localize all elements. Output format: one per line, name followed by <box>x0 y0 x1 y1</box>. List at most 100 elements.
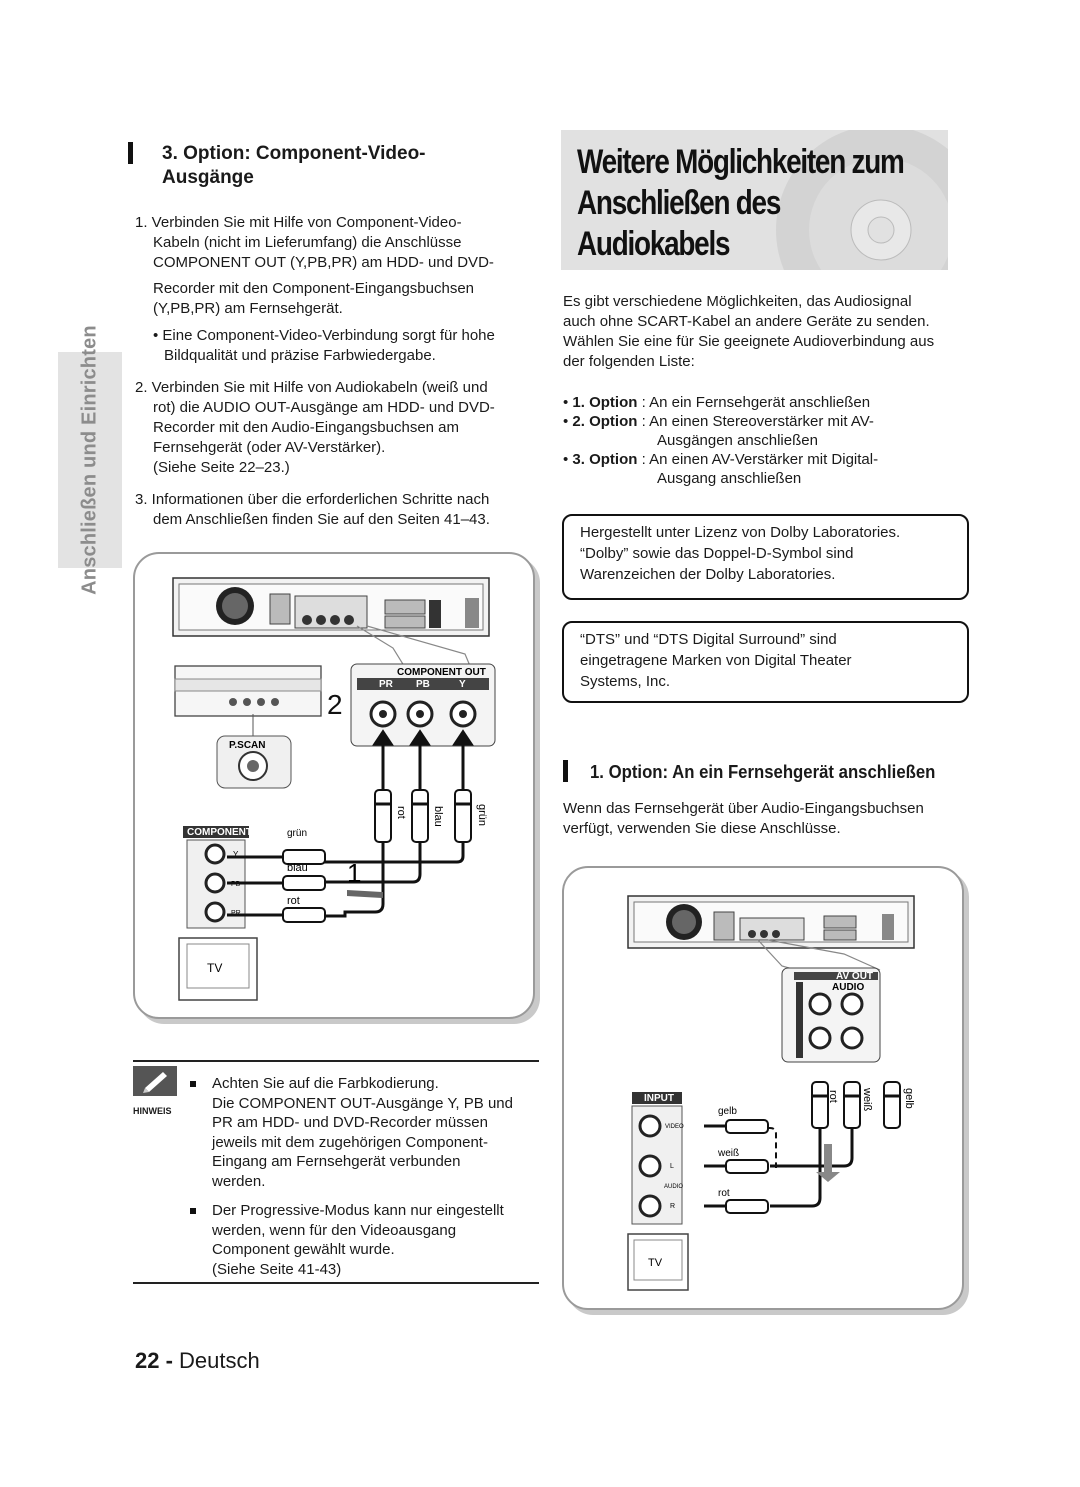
video-jack-label: VIDEO <box>665 1124 684 1130</box>
note-item-line: werden. <box>212 1172 266 1190</box>
option-label: 1. Option <box>572 394 638 411</box>
intro-line: Es gibt verschiedene Möglichkeiten, das … <box>563 293 912 310</box>
recorder-rear-panel-2 <box>627 895 915 949</box>
tv-cable-blau: blau <box>287 862 308 874</box>
component-panel-label: COMPONENT <box>187 827 252 838</box>
right-heading: 1. Option: An ein Fernsehgerät anschließ… <box>590 762 936 782</box>
tv-cable-gelb: gelb <box>718 1106 737 1117</box>
option-3: • 3. Option : An einen AV-Verstärker mit… <box>563 451 879 468</box>
av-out-jack <box>840 1026 864 1050</box>
page-title: Weitere Möglichkeiten zum Anschließen de… <box>577 142 905 265</box>
video-jack <box>638 1114 662 1138</box>
note-item-line: werden, wenn für den Videoausgang <box>212 1221 457 1239</box>
audio-connection-diagram: AV OUT AUDIO rot weiß gelb INPUT VI <box>627 895 915 1291</box>
audio-r-jack <box>638 1194 662 1218</box>
tv-cable-gruen: grün <box>287 828 307 839</box>
step-1-line: COMPONENT OUT (Y,PB,PR) am HDD- und DVD- <box>153 254 494 271</box>
option-list: • 1. Option : An ein Fernsehgerät anschl… <box>563 393 983 488</box>
dolby-line: Warenzeichen der Dolby Laboratories. <box>580 566 836 583</box>
option-text-cont: Ausgängen anschließen <box>657 432 818 449</box>
section-side-tab <box>58 352 122 568</box>
note-item-line: PR am HDD- und DVD-Recorder müssen <box>212 1114 488 1131</box>
note-label: HINWEIS <box>133 1106 172 1116</box>
step-2: 2. Verbinden Sie mit Hilfe von Audiokabe… <box>135 378 530 478</box>
input-panel-header <box>632 1092 682 1104</box>
cable-label-blau: blau <box>432 806 444 827</box>
pscan-label: P.SCAN <box>229 740 266 751</box>
tv-cable-rot: rot <box>287 895 300 907</box>
tv-cable-weiss: weiß <box>717 1148 739 1159</box>
audio-out-label: AUDIO <box>832 982 864 993</box>
pb-label: PB <box>416 679 430 690</box>
option-label: 3. Option <box>572 451 638 468</box>
pr-label: PR <box>379 679 394 690</box>
av-out-label: AV OUT <box>836 971 873 982</box>
note-top-rule <box>133 1060 539 1062</box>
heading-marker <box>563 760 568 782</box>
audio-plugs-tv <box>704 1119 769 1214</box>
option-text: : An einen AV-Verstärker mit Digital- <box>641 451 879 468</box>
desc-line: verfügt, verwenden Sie diese Anschlüsse. <box>563 820 841 837</box>
dolby-line: “Dolby” sowie das Doppel-D-Symbol sind <box>580 545 854 562</box>
intro-line: der folgenden Liste: <box>563 353 695 370</box>
tv-cable-rot: rot <box>718 1188 730 1199</box>
page-title-line: Weitere Möglichkeiten zum <box>577 143 905 181</box>
step-1-line: Kabeln (nicht im Lieferumfang) die Ansch… <box>153 234 462 251</box>
audio-cable-weiss: weiß <box>861 1087 873 1112</box>
audio-cables <box>770 1128 854 1208</box>
recorder-rear-panel <box>172 577 490 637</box>
av-out-side-strip <box>796 982 803 1058</box>
component-connection-figure: P.SCAN COMPONENT OUT PR PB Y 2 rot <box>133 552 535 1019</box>
step-3-line: 3. Informationen über die erforderlichen… <box>135 491 490 508</box>
left-steps: 1. Verbinden Sie mit Hilfe von Component… <box>135 213 530 530</box>
component-out-label: COMPONENT OUT <box>397 667 486 678</box>
audio-l-label: L <box>670 1163 674 1170</box>
page-number: 22 - Deutsch <box>135 1348 260 1374</box>
option-text: : An ein Fernsehgerät anschließen <box>641 394 871 411</box>
page-title-line: Anschließen des <box>577 184 781 222</box>
cable-label-rot: rot <box>395 806 407 819</box>
audio-plugs-top <box>811 1081 901 1129</box>
step-1-line: 1. Verbinden Sie mit Hilfe von Component… <box>135 214 462 231</box>
disc-watermark-icon <box>776 130 948 270</box>
audio-cable-rot: rot <box>827 1090 839 1103</box>
step-2-line: (Siehe Seite 22–23.) <box>153 459 290 476</box>
zoom-guide-line <box>767 939 881 971</box>
component-cables <box>323 842 465 918</box>
bullet-line: Bildqualität und präzise Farbwiedergabe. <box>164 347 436 364</box>
pencil-icon <box>143 1072 167 1093</box>
step-1-line: (Y,PB,PR) am Fernsehgerät. <box>153 300 343 317</box>
step-2-line: Fernsehgerät (oder AV-Verstärker). <box>153 439 386 456</box>
component-panel-header <box>183 826 249 838</box>
right-desc: Wenn das Fernsehgerät über Audio-Eingang… <box>563 799 983 839</box>
intro-text: Es gibt verschiedene Möglichkeiten, das … <box>563 292 983 372</box>
audio-r-label: R <box>670 1203 675 1210</box>
recorder-front-panel <box>174 665 322 717</box>
note-item-2: Der Progressive-Modus kann nur eingestel… <box>190 1201 540 1279</box>
note-item-line: jeweils mit dem zugehörigen Component- <box>212 1133 488 1151</box>
intro-line: auch ohne SCART-Kabel an andere Geräte z… <box>563 313 930 330</box>
tv-screen-2 <box>633 1239 683 1281</box>
dts-notice: “DTS” und “DTS Digital Surround” sind ei… <box>562 621 969 703</box>
dts-line: Systems, Inc. <box>580 673 671 690</box>
intro-line: Wählen Sie eine für Sie geeignete Audiov… <box>563 333 935 350</box>
dolby-line: Hergestellt unter Lizenz von Dolby Labor… <box>580 524 901 541</box>
tv-label: TV <box>207 961 222 975</box>
heading-marker <box>128 142 133 164</box>
audio-cable-gelb: gelb <box>903 1088 915 1109</box>
component-connection-diagram: P.SCAN COMPONENT OUT PR PB Y 2 rot <box>172 577 496 1001</box>
page-title-line: Audiokabels <box>577 225 730 263</box>
pscan-button-center <box>247 760 259 772</box>
note-item-line: Der Progressive-Modus kann nur eingestel… <box>212 1202 504 1219</box>
left-heading: 3. Option: Component-Video- Ausgänge <box>162 142 426 190</box>
page-number-value: 22 - <box>135 1348 173 1373</box>
av-out-bar <box>794 972 878 980</box>
input-panel-label: INPUT <box>644 1093 674 1104</box>
tv-label-2: TV <box>648 1257 663 1269</box>
dolby-notice: Hergestellt unter Lizenz von Dolby Labor… <box>562 514 969 600</box>
note-item-1: Achten Sie auf die Farbkodierung. Die CO… <box>190 1074 540 1191</box>
option-text: : An einen Stereoverstärker mit AV- <box>641 413 874 430</box>
video-cable-dashed <box>768 1127 777 1168</box>
section-side-tab-label: Anschließen und Einrichten <box>78 325 101 595</box>
tv-screen <box>186 943 250 989</box>
